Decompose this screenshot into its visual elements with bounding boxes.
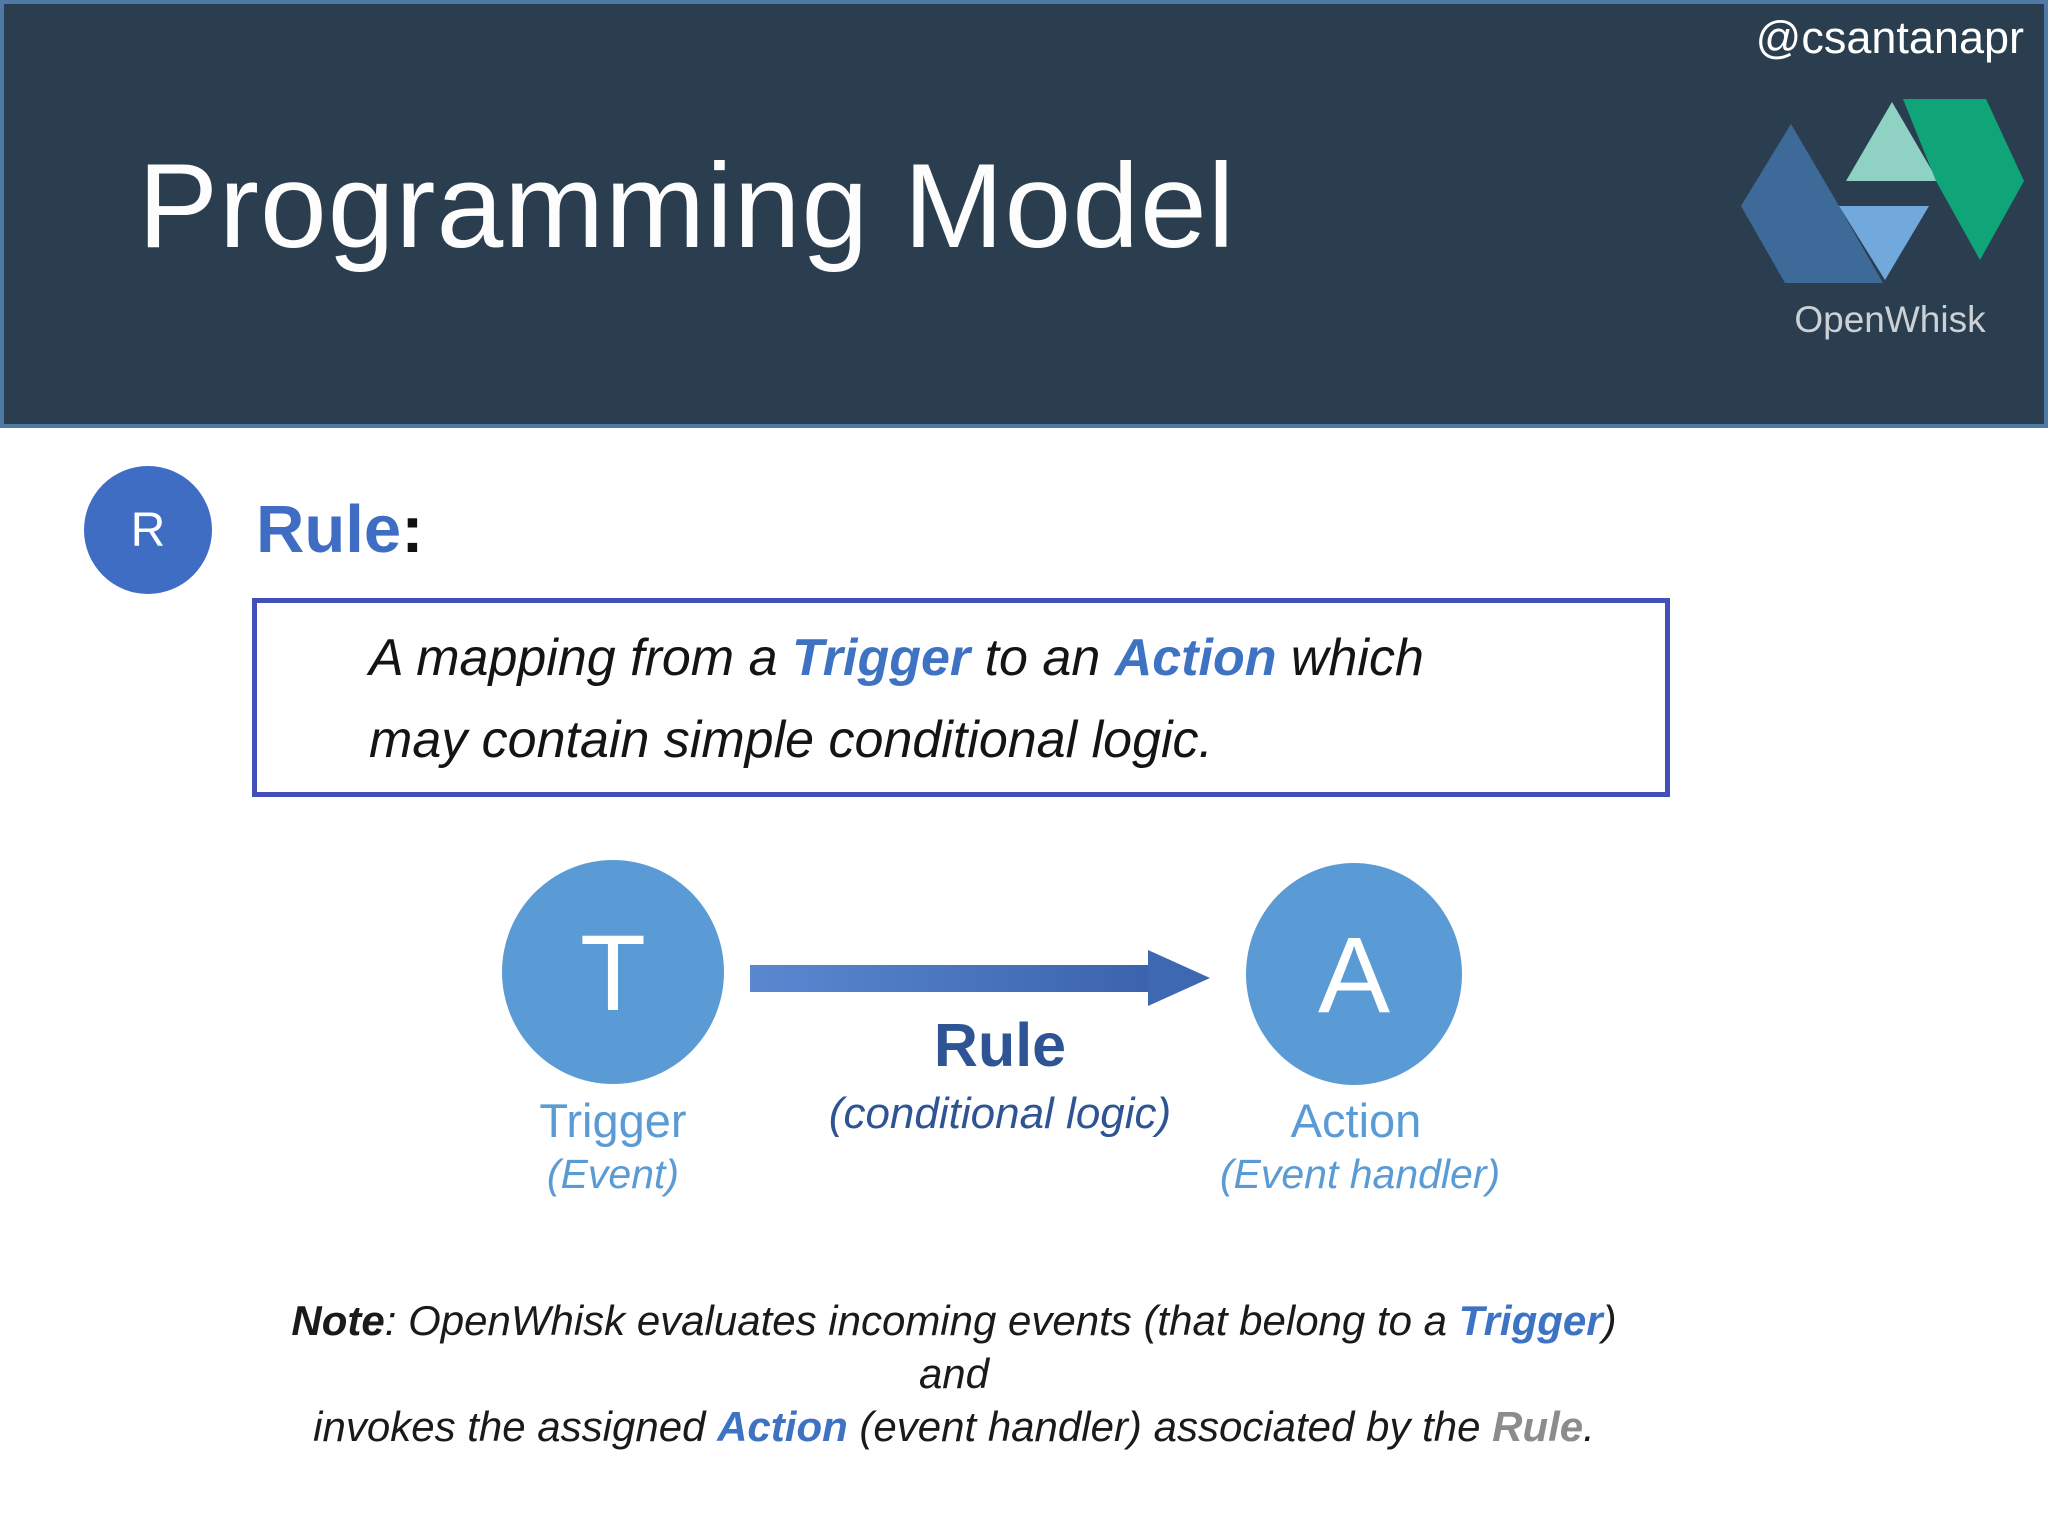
logo-light-green-shape — [1846, 102, 1938, 181]
openwhisk-logo-label: OpenWhisk — [1794, 299, 1986, 340]
definition-line-2: may contain simple conditional logic. — [369, 711, 1213, 769]
logo-dark-green-shape — [1903, 99, 2024, 260]
action-circle-letter: A — [1317, 913, 1391, 1035]
action-sublabel: (Event handler) — [1219, 1151, 1501, 1197]
footnote-line-2: invokes the assigned Action (event handl… — [313, 1403, 1595, 1450]
logo-light-blue-shape — [1839, 206, 1929, 280]
trigger-circle: T — [502, 860, 724, 1084]
rule-badge: R — [84, 466, 212, 594]
rule-arrow — [750, 950, 1210, 1006]
rule-definition-text: A mapping from a Trigger to an Action wh… — [369, 617, 1424, 781]
action-circle: A — [1246, 863, 1462, 1085]
trigger-circle-letter: T — [580, 911, 646, 1033]
rule-heading: Rule: — [256, 496, 424, 563]
trigger-label: Trigger — [539, 1094, 687, 1147]
arrow-head — [1148, 950, 1210, 1006]
logo-dark-blue-shape — [1741, 124, 1883, 283]
footnote: Note: OpenWhisk evaluates incoming event… — [254, 1294, 1654, 1453]
rule-arrow-label: Rule — [933, 1011, 1067, 1079]
page-title: Programming Model — [138, 139, 1236, 273]
definition-line-1: A mapping from a Trigger to an Action wh… — [369, 629, 1424, 687]
rule-badge-letter: R — [130, 503, 166, 557]
footnote-line-1: Note: OpenWhisk evaluates incoming event… — [291, 1297, 1617, 1397]
trigger-sublabel: (Event) — [546, 1151, 680, 1197]
rule-heading-label: Rule — [256, 492, 402, 567]
action-label: Action — [1290, 1094, 1422, 1147]
openwhisk-logo-icon — [1741, 99, 2024, 283]
rule-arrow-sublabel: (conditional logic) — [828, 1089, 1172, 1138]
rule-definition-box: A mapping from a Trigger to an Action wh… — [252, 598, 1670, 797]
twitter-handle: @csantanapr — [1755, 12, 2024, 63]
rule-heading-colon: : — [401, 492, 424, 567]
header-banner: Programming Model @csantanapr OpenWhisk — [0, 0, 2048, 428]
arrow-shaft — [750, 965, 1150, 992]
